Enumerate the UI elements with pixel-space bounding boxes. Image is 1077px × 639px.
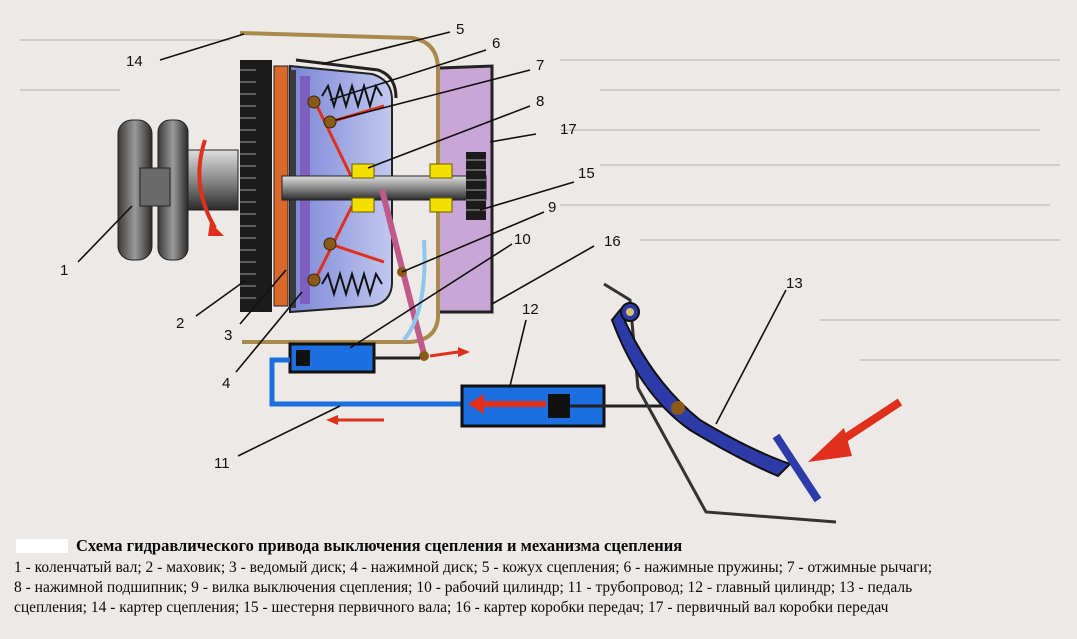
callout-4: 4: [222, 375, 230, 392]
callout-1: 1: [60, 262, 68, 279]
callout-6: 6: [492, 35, 500, 52]
legend-line-1: 1 - коленчатый вал; 2 - маховик; 3 - вед…: [14, 559, 933, 576]
callout-3: 3: [224, 327, 232, 344]
background-text-texture: [20, 39, 1060, 361]
callout-17: 17: [560, 121, 577, 138]
callout-14: 14: [126, 53, 143, 70]
slave-cylinder: [288, 342, 470, 374]
clutch-pedal: [603, 282, 903, 524]
callout-2: 2: [176, 315, 184, 332]
callout-9: 9: [548, 199, 556, 216]
callout-11: 11: [214, 455, 230, 472]
master-cylinder: [460, 384, 676, 428]
clutch-cover: [295, 58, 398, 99]
leader-lines: [77, 31, 787, 457]
clutch-diagram: 1 2 3 4 5 6 7 8 9 10 11 12 13 14 15 16 1…: [20, 21, 1060, 524]
caption-title-row: Схема гидравлического привода выключения…: [14, 536, 1072, 556]
callout-8: 8: [536, 93, 544, 110]
flywheel: [240, 60, 289, 312]
legend-line-2: 8 - нажимной подшипник; 9 - вилка выключ…: [14, 579, 913, 596]
figure-caption: Схема гидравлического привода выключения…: [14, 536, 1072, 618]
callout-12: 12: [522, 301, 539, 318]
callout-10: 10: [514, 231, 531, 248]
callout-5: 5: [456, 21, 464, 38]
hydraulic-line: [269, 357, 462, 407]
flow-arrow: [326, 415, 384, 425]
title-highlight-mark: [16, 539, 68, 553]
callout-13: 13: [786, 275, 803, 292]
lever-pivots: [307, 95, 337, 287]
callout-7: 7: [536, 57, 544, 74]
callout-numbers: 1 2 3 4 5 6 7 8 9 10 11 12 13 14 15 16 1…: [60, 21, 803, 472]
legend-line-3: сцепления; 14 - картер сцепления; 15 - ш…: [14, 599, 889, 616]
caption-title: Схема гидравлического привода выключения…: [76, 536, 683, 555]
callout-15: 15: [578, 165, 595, 182]
crankshaft: [117, 119, 239, 261]
callout-16: 16: [604, 233, 621, 250]
